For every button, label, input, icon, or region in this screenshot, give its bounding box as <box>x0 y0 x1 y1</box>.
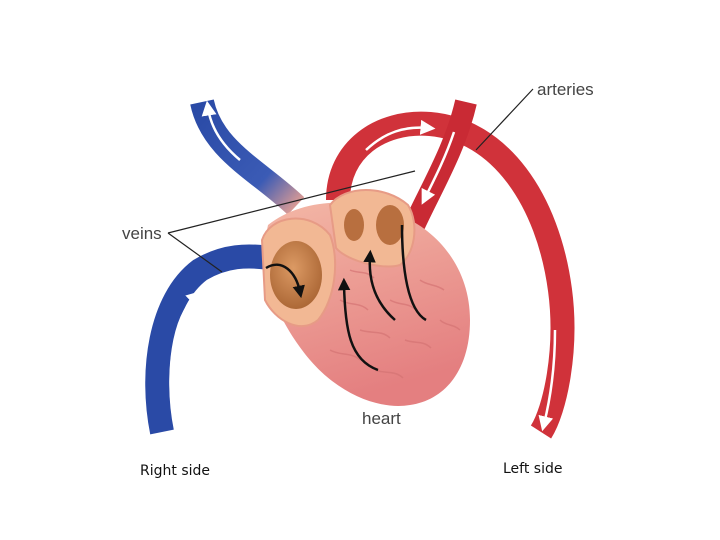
muscle-texture <box>329 269 461 379</box>
veins-leader-upper <box>167 170 416 234</box>
right-atrium-chamber <box>270 241 322 309</box>
left-atrium-chamber <box>344 209 364 241</box>
artery-arch <box>326 111 575 439</box>
upper-vein <box>190 98 305 215</box>
left-side-label: Left side <box>503 461 563 477</box>
lower-vein <box>145 244 272 435</box>
heart <box>260 189 470 406</box>
aortic-chamber <box>376 205 404 245</box>
veins-label: veins <box>122 224 162 243</box>
arteries-label: arteries <box>537 80 594 99</box>
heart-label: heart <box>362 409 401 428</box>
arteries-leader <box>475 88 534 151</box>
blood-flow-arrows <box>265 224 427 372</box>
artery-branch <box>401 99 477 235</box>
right-side-label: Right side <box>140 463 210 479</box>
veins-leader-lower <box>167 232 223 273</box>
leader-lines <box>167 88 534 273</box>
